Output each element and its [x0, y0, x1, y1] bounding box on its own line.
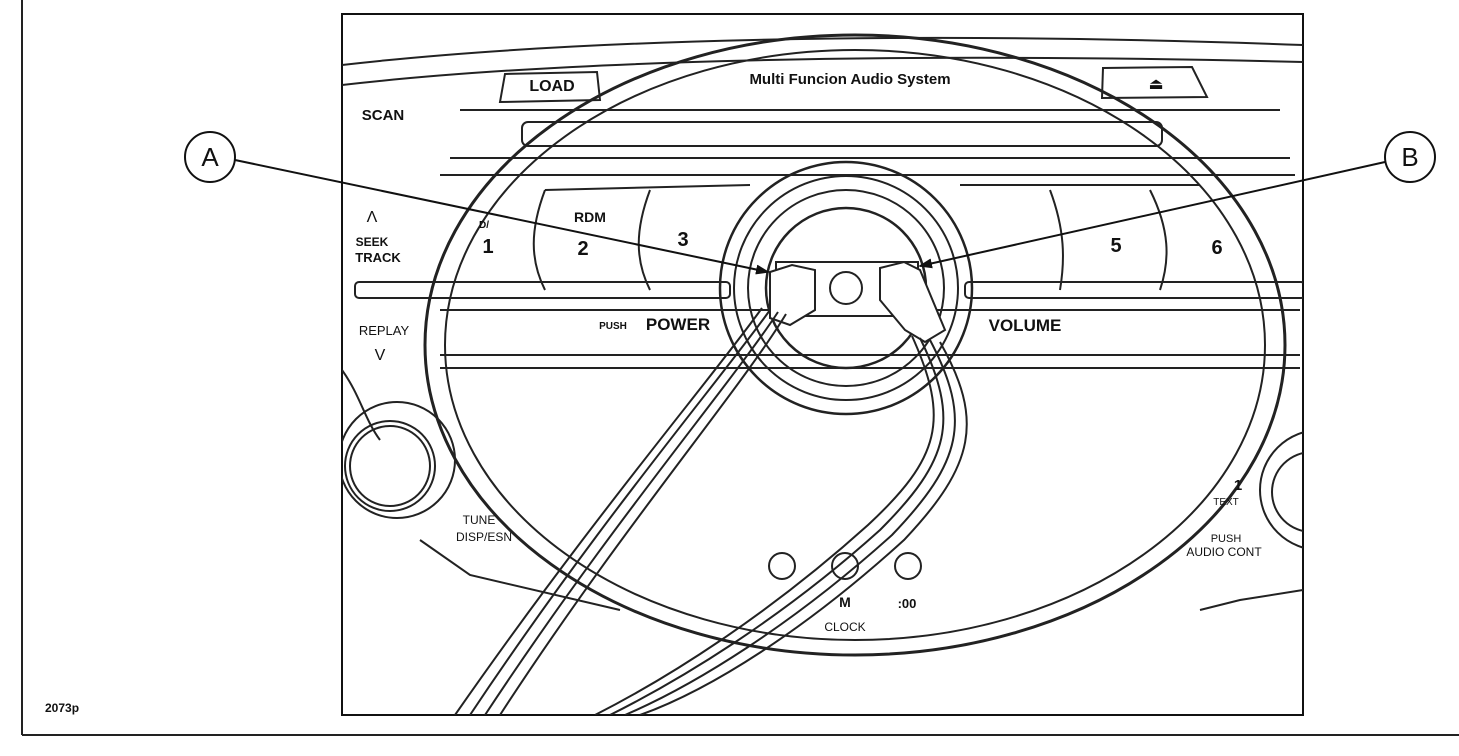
panel-labels: Multi Funcion Audio System LOAD ⏏ SCAN Λ…: [355, 71, 1262, 634]
callout-b-circle: [1384, 131, 1436, 183]
audio-panel-linework: [342, 33, 1303, 715]
replay-label: REPLAY: [359, 323, 410, 338]
power-label: POWER: [646, 315, 710, 334]
clock-label: CLOCK: [824, 620, 865, 634]
callout-a-label: A: [201, 142, 219, 172]
preset-2-sub-label: RDM: [574, 209, 606, 225]
text-arrow-label: 1: [1234, 477, 1242, 494]
eject-icon: ⏏: [1148, 76, 1163, 93]
text-label: TEXT: [1213, 497, 1239, 508]
preset-2-label: 2: [577, 238, 588, 260]
disp-esn-label: DISP/ESN: [456, 530, 512, 544]
callout-a-arrow: [234, 159, 770, 275]
volume-label: VOLUME: [989, 316, 1062, 335]
seek-up-arrow-icon: Λ: [367, 209, 378, 226]
callout-b-arrow: [918, 161, 1386, 269]
load-button-label: LOAD: [529, 78, 574, 95]
track-label: TRACK: [355, 250, 401, 265]
preset-6-label: 6: [1211, 237, 1222, 259]
scan-label: SCAN: [362, 107, 405, 124]
push-label: PUSH: [599, 321, 627, 332]
panel-title: Multi Funcion Audio System: [749, 71, 950, 88]
clock-m-label: M: [839, 594, 851, 610]
figure-id-label: 2073p: [45, 701, 79, 715]
preset-1-sub-label: D/: [479, 220, 489, 231]
callout-a-circle: [184, 131, 236, 183]
clock-00-label: :00: [898, 596, 917, 611]
callout-b-label: B: [1401, 142, 1418, 172]
push2-label: PUSH: [1211, 533, 1242, 545]
audio-cont-label: AUDIO CONT: [1186, 545, 1262, 559]
preset-3-label: 3: [677, 229, 688, 251]
tune-label: TUNE: [463, 513, 496, 527]
preset-1-label: 1: [482, 236, 493, 258]
seek-label: SEEK: [356, 235, 389, 249]
preset-5-label: 5: [1110, 235, 1121, 257]
replay-down-arrow-icon: V: [375, 347, 386, 364]
